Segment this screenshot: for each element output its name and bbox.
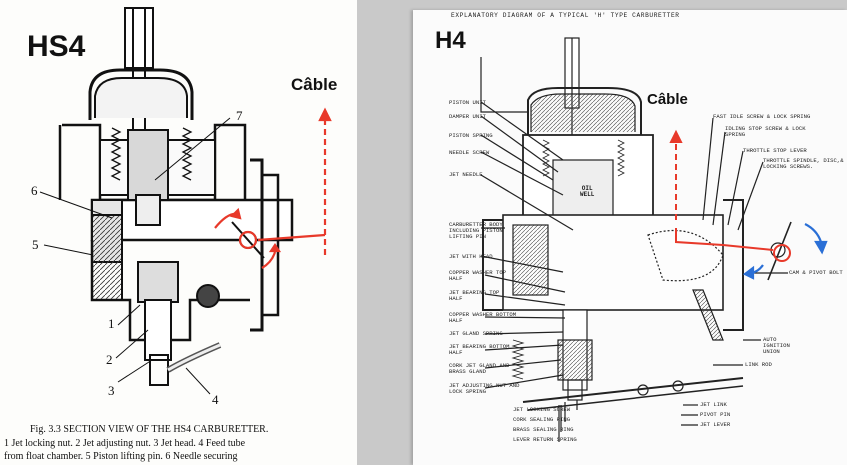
callout-5: 5 <box>32 237 39 252</box>
callout-4: 4 <box>212 392 219 407</box>
h4-exploded-drawing <box>480 37 828 442</box>
label-throttle-spindle: THROTTLE SPINDLE, DISC,& LOCKING SCREWS. <box>763 157 844 170</box>
callout-3: 3 <box>108 383 115 398</box>
callout-2: 2 <box>106 352 113 367</box>
label-copper-washer-top: COPPER WASHER TOP HALF <box>449 269 507 282</box>
label-brass-sealing-ring: BRASS SEALING RING <box>513 426 574 433</box>
label-damper-unit: DAMPER UNIT <box>449 113 486 120</box>
callout-6: 6 <box>31 183 38 198</box>
h4-panel: EXPLANATORY DIAGRAM OF A TYPICAL 'H' TYP… <box>357 0 847 465</box>
hs4-caption-line3: from float chamber. 5 Piston lifting pin… <box>4 451 238 462</box>
label-throttle-stop-lever: THROTTLE STOP LEVER <box>743 147 807 154</box>
label-jet-locking-screw: JET LOCKING SCREW <box>513 406 571 413</box>
label-jet-with-head: JET WITH HEAD <box>449 253 493 260</box>
label-fast-idle-screw: FAST IDLE SCREW & LOCK SPRING <box>713 113 811 120</box>
label-carburetter-body: CARBURETTER BODY INCLUDING PISTON LIFTIN… <box>449 221 503 240</box>
label-jet-lever: JET LEVER <box>700 421 731 428</box>
label-auto-ignition-union: AUTO IGNITION UNION <box>763 336 790 355</box>
callout-7: 7 <box>236 108 243 123</box>
h4-header: EXPLANATORY DIAGRAM OF A TYPICAL 'H' TYP… <box>451 12 680 19</box>
label-copper-washer-bottom: COPPER WASHER BOTTOM HALF <box>449 311 517 324</box>
label-idling-stop-screw: IDLING STOP SCREW & LOCK SPRING <box>725 125 806 138</box>
label-piston-unit: PISTON UNIT <box>449 99 486 106</box>
label-needle-screw: NEEDLE SCREW <box>449 149 490 156</box>
label-jet-bearing-top: JET BEARING TOP HALF <box>449 289 500 302</box>
oil-well-label: OIL WELL <box>580 185 595 198</box>
hs4-section-drawing <box>39 7 332 395</box>
label-jet-gland-spring: JET GLAND SPRING <box>449 330 503 337</box>
label-cam-pivot-bolt: CAM & PIVOT BOLT <box>789 269 843 276</box>
label-cork-jet-gland: CORK JET GLAND AND BRASS GLAND <box>449 362 510 375</box>
hs4-caption-line2: 1 Jet locking nut. 2 Jet adjusting nut. … <box>4 438 246 449</box>
hs4-title: HS4 <box>27 30 86 63</box>
label-link-rod: LINK ROD <box>745 361 772 368</box>
label-jet-link: JET LINK <box>700 401 727 408</box>
label-piston-spring: PISTON SPRING <box>449 132 493 139</box>
label-lever-return-spring: LEVER RETURN SPRING <box>513 436 577 443</box>
h4-title: H4 <box>435 27 466 54</box>
h4-cable-label: Câble <box>647 91 688 108</box>
hs4-panel: HS4 Câble 6 5 7 1 2 3 4 Fig. 3.3 SECTION… <box>0 0 357 465</box>
label-jet-needle: JET NEEDLE <box>449 171 483 178</box>
hs4-caption-line1: Fig. 3.3 SECTION VIEW OF THE HS4 CARBURE… <box>30 424 269 435</box>
label-jet-bearing-bottom: JET BEARING BOTTOM HALF <box>449 343 510 356</box>
label-pivot-pin: PIVOT PIN <box>700 411 731 418</box>
callout-1: 1 <box>108 316 115 331</box>
hs4-cable-label: Câble <box>291 75 338 94</box>
h4-sheet: EXPLANATORY DIAGRAM OF A TYPICAL 'H' TYP… <box>413 10 847 465</box>
label-jet-adjusting-nut: JET ADJUSTING NUT AND LOCK SPRING <box>449 382 520 395</box>
label-cork-sealing-ring: CORK SEALING RING <box>513 416 571 423</box>
